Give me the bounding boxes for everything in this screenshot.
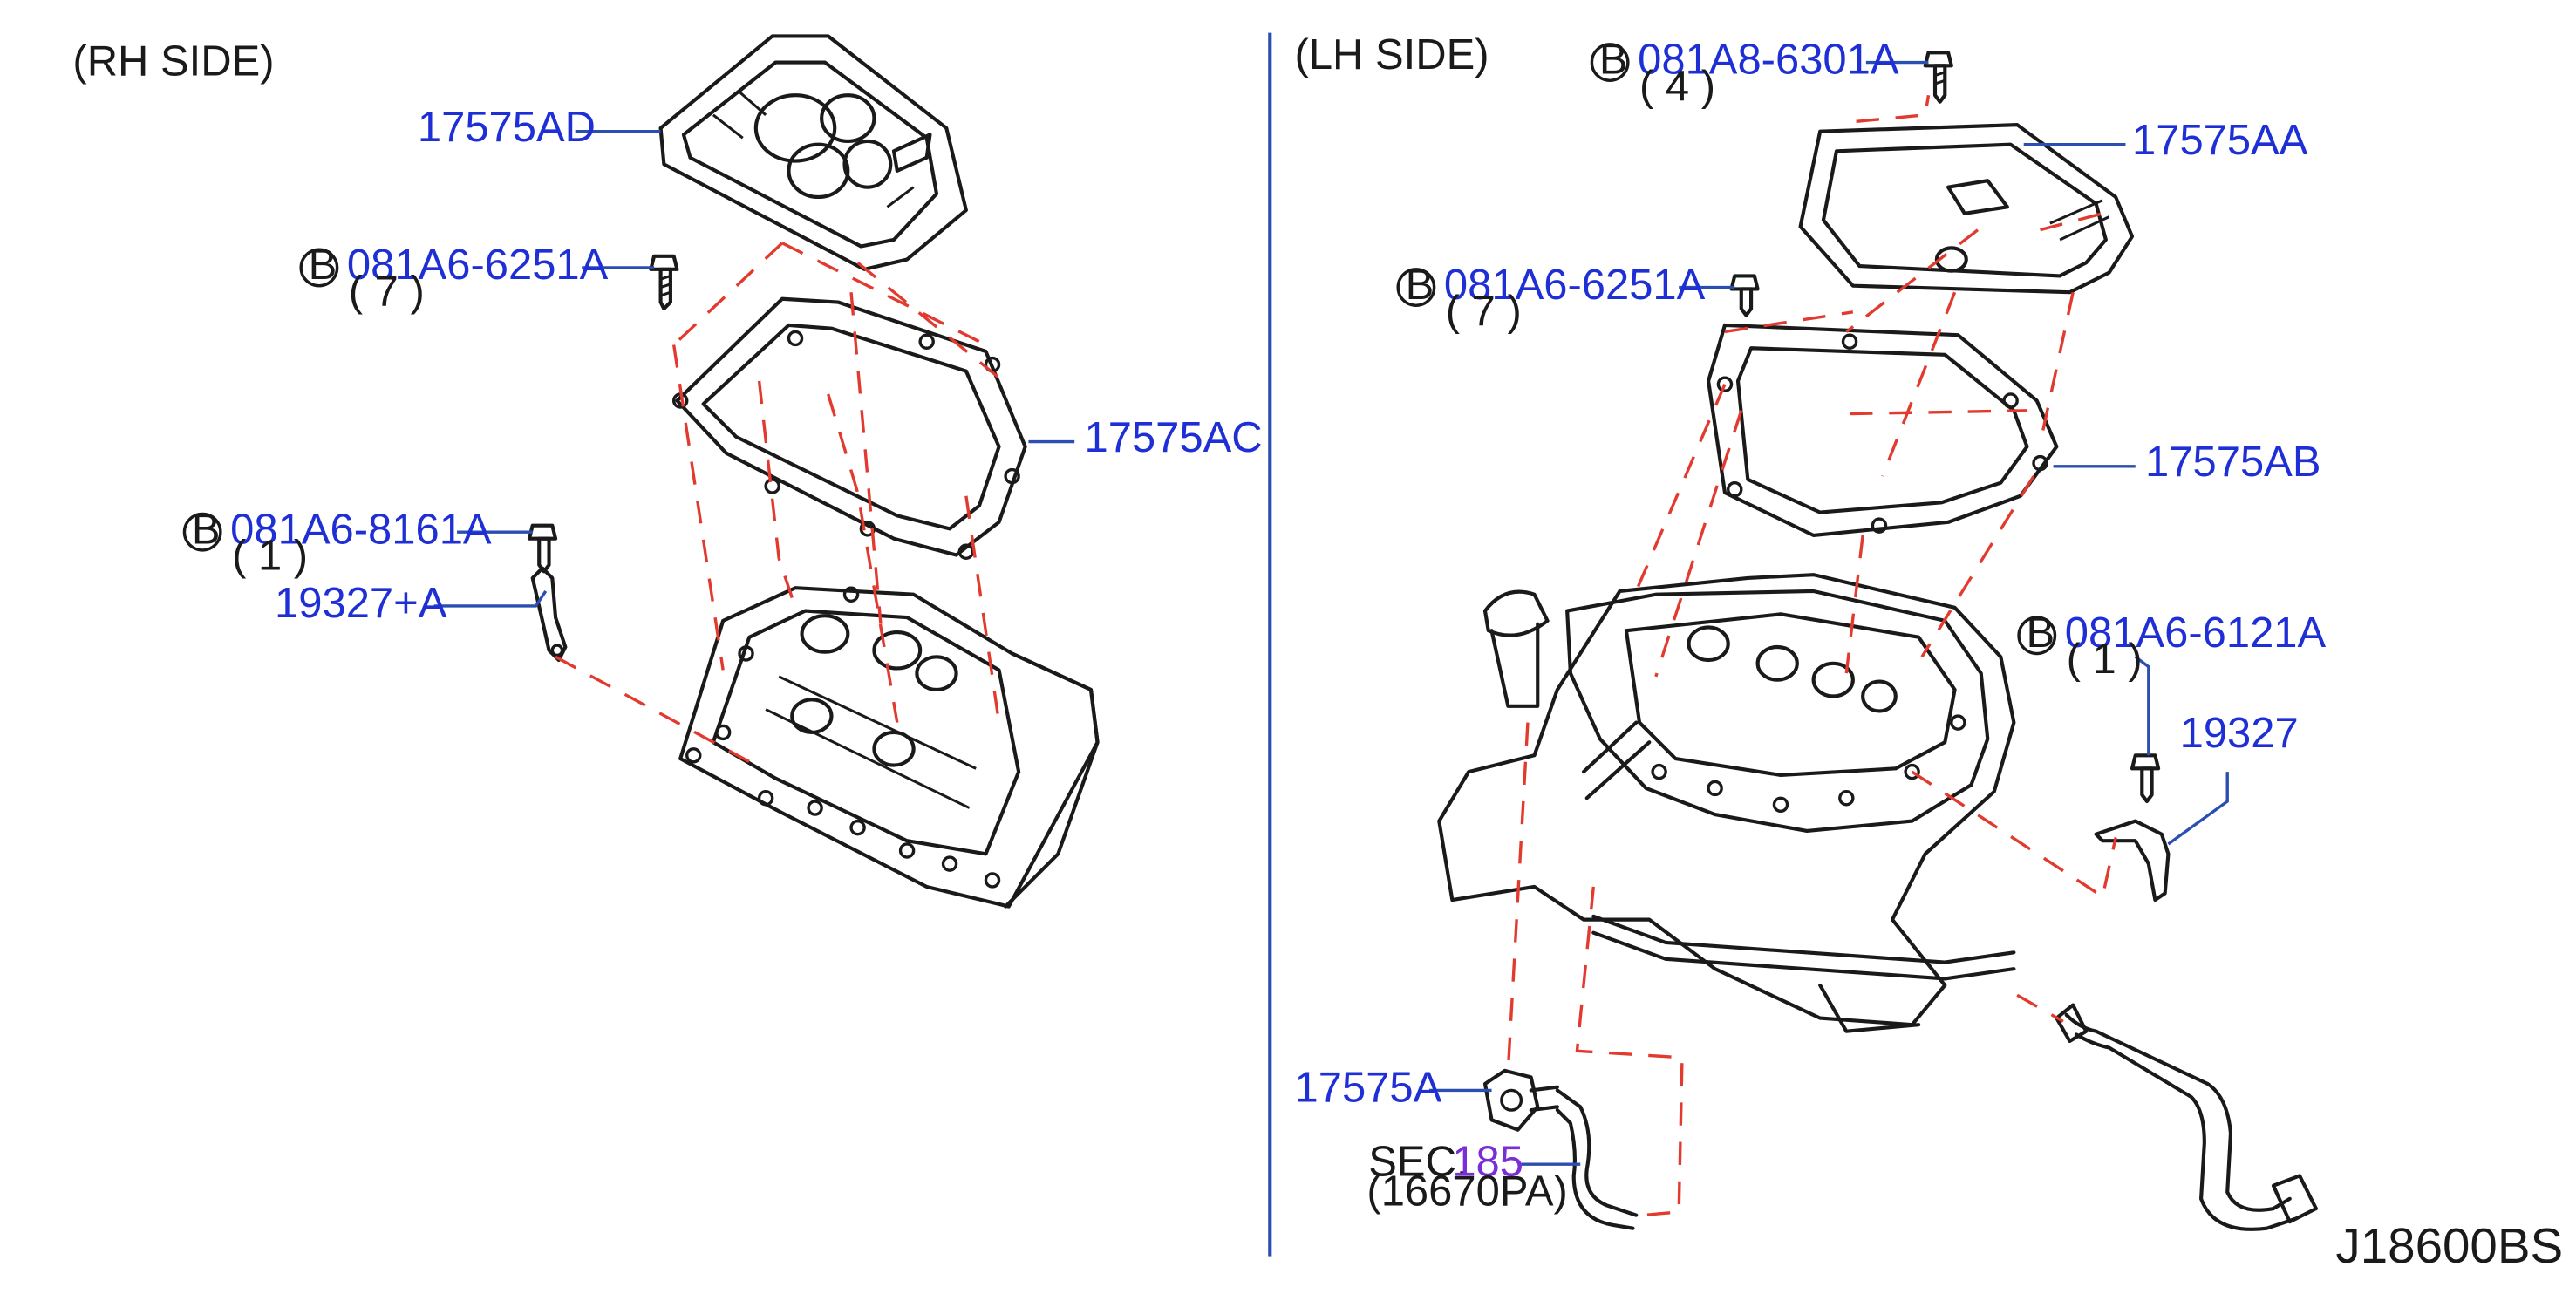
bracket-19327a[interactable] (530, 566, 568, 663)
label-19327a: 19327+A (275, 580, 447, 627)
label-081a6-8161a: 081A6-8161A (230, 506, 492, 553)
label-17575ad: 17575AD (418, 104, 596, 151)
sec-number[interactable]: 185 (1452, 1138, 1523, 1185)
sec-label: SEC. (1368, 1138, 1468, 1185)
diagram-id: J18600BS (2336, 1218, 2564, 1273)
bracket-19327[interactable] (2094, 819, 2171, 902)
cover-gasket-lh[interactable] (1707, 323, 2059, 538)
bolt-rh-8161[interactable] (527, 523, 558, 574)
lh-side-label: (LH SIDE) (1295, 31, 1489, 78)
label-17575ac: 17575AC (1084, 414, 1262, 461)
qty-rh-6251: ( 7 ) (349, 268, 425, 315)
leaders-lh (1428, 60, 2229, 1166)
pcv-hose-lh (2055, 1003, 2318, 1231)
bolt-lh-6301[interactable] (1923, 51, 1953, 104)
label-17575ab: 17575AB (2145, 439, 2320, 486)
b-letter-lh-6121: B (2027, 610, 2055, 657)
b-letter-lh-6301: B (1599, 37, 1628, 84)
rocker-cover-lh[interactable] (1798, 123, 2135, 295)
qty-lh-6251: ( 7 ) (1446, 288, 1522, 335)
leaders-rh (433, 129, 1075, 608)
b-circle-lh-6121 (2017, 616, 2057, 656)
rocker-cover-rh[interactable] (658, 34, 968, 271)
bolt-lh-6121[interactable] (2130, 753, 2161, 804)
qty-rh-8161: ( 1 ) (232, 532, 308, 579)
bolt-rh-6251[interactable] (649, 254, 679, 311)
b-letter-rh-6251: B (309, 242, 337, 289)
label-081a6-6251a-lh: 081A6-6251A (1444, 262, 1706, 309)
b-letter-rh-8161: B (192, 506, 221, 553)
bolt-lh-6251[interactable] (1729, 274, 1760, 317)
b-circle-rh-6251 (299, 248, 339, 288)
b-letter-lh-6251: B (1406, 262, 1435, 309)
label-081a6-6251a-rh: 081A6-6251A (347, 242, 609, 289)
label-17575aa: 17575AA (2132, 117, 2308, 164)
b-circle-lh-6301 (1590, 43, 1630, 82)
cylinder-head-rh (678, 586, 1100, 909)
label-081a6-6121a: 081A6-6121A (2065, 610, 2327, 657)
phantom-lines-lh (1506, 94, 2117, 1217)
qty-lh-6301: ( 4 ) (1639, 63, 1715, 110)
qty-lh-6121: ( 1 ) (2067, 636, 2143, 683)
sec-ref: (16670PA) (1366, 1168, 1567, 1215)
engine-assembly-lh (1437, 573, 2016, 1033)
rh-side-label: (RH SIDE) (72, 38, 274, 85)
b-circle-rh-8161 (182, 512, 222, 552)
hose-16670pa[interactable] (1555, 1088, 1639, 1230)
label-17575a: 17575A (1295, 1065, 1442, 1112)
b-circle-lh-6251 (1396, 268, 1436, 307)
pcv-valve-17575a[interactable] (1482, 1068, 1559, 1132)
label-19327: 19327 (2180, 710, 2299, 757)
phantom-lines-rh (555, 242, 1001, 767)
label-081a8-6301a: 081A8-6301A (1638, 37, 1899, 84)
